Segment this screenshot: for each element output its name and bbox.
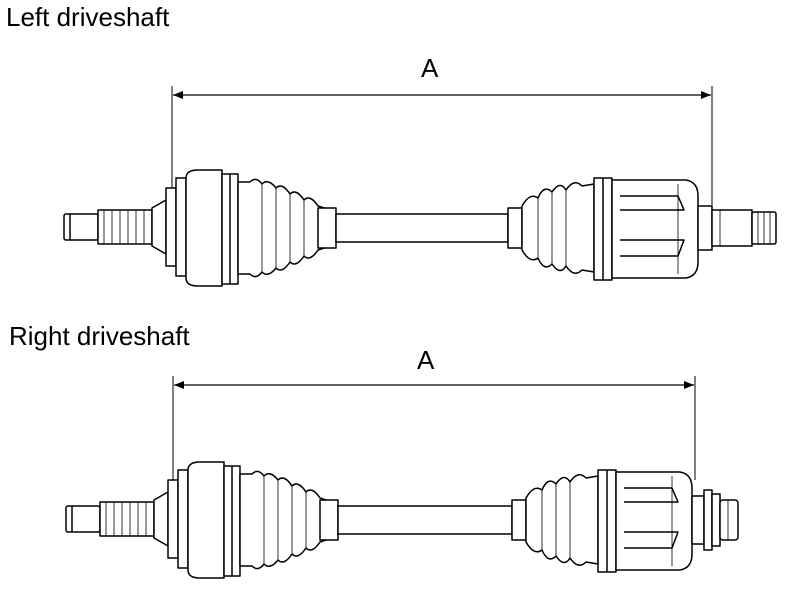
left-driveshaft	[63, 86, 777, 287]
left-outer-boot-ribs	[261, 184, 305, 272]
right-outer-cv-housing	[187, 461, 241, 579]
left-inner-stub	[697, 205, 777, 251]
right-driveshaft	[65, 376, 739, 579]
left-shaft	[335, 213, 509, 243]
right-inner-housing	[597, 469, 693, 573]
left-outer-stub	[63, 177, 187, 277]
left-inner-clamp	[507, 207, 523, 249]
left-inner-boot-ribs	[537, 190, 567, 266]
left-dimension-line	[171, 86, 713, 205]
right-outer-boot-ribs	[263, 476, 307, 564]
right-inner-boot-ribs	[541, 482, 571, 558]
right-outer-boot	[239, 470, 333, 570]
left-outer-cv-housing	[185, 169, 239, 287]
left-inner-boot	[521, 182, 595, 274]
left-outer-clamp	[317, 207, 337, 249]
right-dimension-line	[172, 376, 696, 480]
right-driveshaft-title: Right driveshaft	[9, 321, 190, 351]
right-shaft	[337, 505, 513, 535]
right-inner-boot	[525, 474, 599, 566]
left-inner-housing	[593, 177, 699, 281]
right-inner-clamp	[511, 499, 527, 541]
left-dimension-label: A	[421, 53, 439, 83]
right-inner-stub	[691, 489, 739, 551]
right-outer-clamp	[319, 499, 339, 541]
left-driveshaft-title: Left driveshaft	[6, 2, 170, 32]
right-outer-stub	[65, 469, 189, 569]
right-dimension-label: A	[417, 345, 435, 375]
left-outer-boot	[237, 178, 331, 278]
